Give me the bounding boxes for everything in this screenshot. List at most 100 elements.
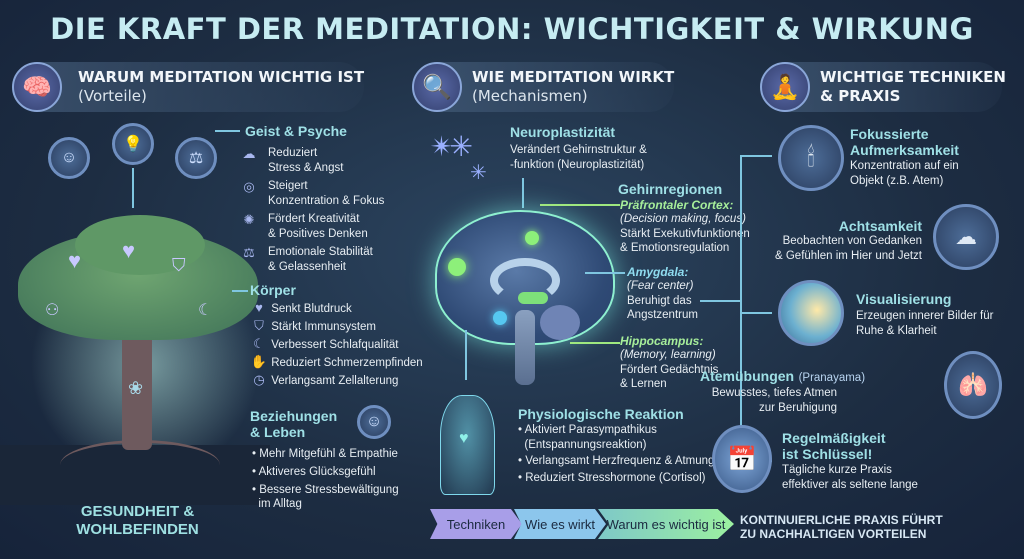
lightbulb-icon: ✺ (243, 212, 255, 227)
shield-icon: ⛉ (172, 255, 186, 275)
tree-roots (60, 440, 220, 490)
text: Ruhe & Klarheit (856, 324, 937, 337)
koerper-item: ♥ Senkt Blutdruck (250, 300, 400, 319)
text: Senkt Blutdruck (271, 303, 352, 315)
people-icon: ⚇ (45, 302, 60, 319)
amygdala-marker (518, 292, 548, 304)
text: Aufmerksamkeit (850, 142, 959, 158)
connector (540, 204, 620, 206)
smile-icon: ☺ (357, 405, 391, 439)
flow-step-techniken: Techniken (430, 509, 522, 539)
region-marker (525, 231, 539, 245)
connector (740, 155, 772, 157)
heart-icon: ♥ (459, 430, 469, 447)
brain-icon: 🧠 (12, 62, 62, 112)
text: effektiver als seltene lange (782, 478, 918, 491)
hippo-name: Hippocampus: (620, 334, 704, 348)
flow-step-wirkt: Wie es wirkt (514, 509, 606, 539)
regionen-title: Gehirnregionen (618, 181, 723, 197)
phys-item: • Aktiviert Parasympathikus (518, 424, 657, 436)
connector (215, 130, 240, 132)
sleep-icon: ☾ (198, 302, 213, 319)
left-header-sub: (Vorteile) (78, 87, 147, 105)
text: Stärkt Immunsystem (271, 321, 377, 333)
text: Mehr Mitgefühl & Empathie (259, 448, 398, 460)
connector (132, 168, 134, 208)
geist-item: ✺Fördert Kreativität& Positives Denken (240, 212, 400, 241)
page-title: DIE KRAFT DER MEDITATION: WICHTIGKEIT & … (50, 12, 974, 46)
hippocampus-block: Hippocampus:(Memory, learning) Fördert Ge… (620, 334, 718, 392)
amy-desc: Beruhigt das (627, 294, 692, 307)
phys-title: Physiologische Reaktion (518, 406, 684, 422)
left-header-band (14, 62, 364, 112)
text: Emotionale Stabilität (268, 246, 373, 258)
neurons-icon: ✴✳ (430, 131, 473, 162)
hippo-desc: & Lernen (620, 378, 667, 390)
connector (232, 290, 248, 292)
text: Verändert Gehirnstruktur & (510, 144, 647, 156)
geist-item-text: Emotionale Stabilität& Gelassenheit (268, 245, 373, 274)
text: Fokussierte (850, 126, 929, 142)
acht-title: Achtsamkeit (838, 218, 922, 234)
text: & PRAXIS (820, 87, 901, 105)
brain-search-icon: 🔍 (412, 62, 462, 112)
atem-sub: (Pranayama) (798, 372, 866, 384)
phys-item: • Reduziert Stresshormone (Cortisol) (518, 471, 706, 484)
acht-desc: Beobachten von Gedanken (782, 235, 922, 247)
middle-header-title: WIE MEDITATION WIRKT (472, 68, 675, 86)
atem-block: Atemübungen (Pranayama)Bewusstes, tiefes… (700, 368, 865, 415)
amy-desc: Angstzentrum (627, 309, 698, 321)
hippo-role: (Memory, learning) (620, 349, 716, 361)
atem-desc: zur Beruhigung (759, 401, 837, 414)
text: Regelmäßigkeit (782, 430, 886, 446)
cloud-rain-icon: ☁ (242, 146, 256, 161)
text: -funktion (Neuroplastizität) (510, 158, 645, 171)
koerper-item: ☾ Verbessert Schlafqualität (250, 336, 400, 355)
target-icon: ◎ (243, 179, 255, 194)
candle-focus-icon: 🕯 (778, 125, 844, 191)
text: GESUNDHEIT & (80, 503, 195, 520)
connector (570, 342, 620, 344)
beziehungen-item: • Aktiveres Glücksgefühl (252, 466, 376, 478)
text: Techniken (446, 516, 506, 532)
text: Stress & Angst (268, 161, 344, 174)
text: & Leben (250, 424, 306, 440)
clock-icon: ◷ (253, 372, 265, 387)
shield-icon: ⛉ (254, 318, 264, 333)
right-header: WICHTIGE TECHNIKEN& PRAXIS (820, 68, 1006, 106)
phys-list: • Aktiviert Parasympathikus (Entspannung… (518, 423, 714, 485)
atem-title: Atemübungen (700, 368, 795, 384)
text: Fördert Kreativität (268, 213, 360, 225)
amy-name: Amygdala: (627, 265, 689, 279)
left-header-title: WARUM MEDITATION WICHTIG IST (78, 68, 365, 86)
acht-desc: & Gefühlen im Hier und Jetzt (774, 249, 922, 262)
prefrontal-marker (448, 258, 466, 276)
neuron-icon: ✳ (470, 162, 487, 184)
pfc-block: Präfrontaler Cortex:(Decision making, fo… (620, 198, 750, 256)
text: Reduziert Stresshormone (Cortisol) (525, 471, 706, 484)
pfc-name: Präfrontaler Cortex: (620, 198, 734, 212)
text: Konzentration & Fokus (268, 194, 385, 207)
lungs-icon: 🫁 (944, 351, 1002, 419)
text: Bessere Stressbewältigung (259, 484, 399, 496)
text: WOHLBEFINDEN (76, 521, 199, 538)
cerebellum (540, 305, 580, 340)
koerper-title: Körper (250, 282, 296, 298)
hippo-desc: Fördert Gedächtnis (620, 363, 719, 376)
text: Aktiviert Parasympathikus (524, 424, 657, 436)
beach-visualization-icon (778, 280, 844, 346)
text: ZU NACHHALTIGEN VORTEILEN (740, 527, 927, 541)
technique-connector (740, 155, 742, 460)
flow-step-warum: Warum es wichtig ist (598, 509, 734, 539)
calendar-icon: 📅 (712, 425, 772, 493)
hippocampus-marker (493, 311, 507, 325)
lotus-icon: ❀ (128, 378, 144, 398)
